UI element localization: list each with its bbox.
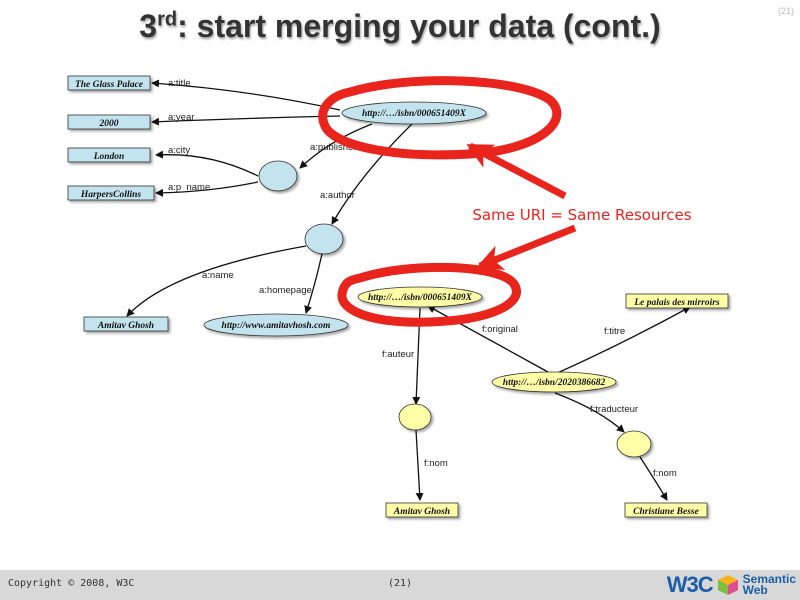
blank-node-publisher: [258, 160, 298, 192]
literal-london: London: [67, 147, 151, 163]
svg-text:http://www.amitavhosh.com: http://www.amitavhosh.com: [222, 321, 331, 331]
literal-le-palais-des-mirroirs: Le palais des mirroirs: [625, 293, 729, 309]
edge-name: [126, 245, 307, 317]
edge-label-author: a:author: [320, 190, 355, 201]
edge-original: [427, 305, 549, 373]
literal-amitav-ghosh-bottom: Amitav Ghosh: [385, 502, 459, 518]
blank-node-auteur: [398, 403, 432, 431]
red-arrow-down: [476, 224, 577, 270]
literal-year-2000: 2000: [67, 114, 151, 130]
edge-title: [151, 79, 341, 111]
edge-label-title: a:title: [168, 78, 191, 89]
logo-line-semantic: Semantic: [742, 572, 796, 586]
corner-page-number: (21): [777, 6, 794, 16]
edge-label-homepage: a:homepage: [259, 285, 312, 296]
svg-text:http://…/isbn/000651409X: http://…/isbn/000651409X: [362, 109, 467, 119]
svg-text:Le palais des mirroirs: Le palais des mirroirs: [633, 298, 720, 308]
rdf-graph-diagram: a:title a:year a:city a:p_name a:publish…: [67, 75, 729, 518]
svg-text:Amitav Ghosh: Amitav Ghosh: [97, 321, 154, 331]
edge-traducteur: [554, 392, 625, 433]
title-rest: : start merging your data (cont.): [177, 8, 661, 44]
svg-text:http://…/isbn/2020386682: http://…/isbn/2020386682: [503, 378, 606, 388]
edge-label-city: a:city: [168, 145, 190, 156]
edge-author: [331, 123, 413, 225]
edge-label-auteur: f:auteur: [382, 349, 414, 360]
literal-the-glass-palace: The Glass Palace: [67, 75, 151, 91]
edge-label-name: a:name: [202, 270, 234, 281]
svg-text:The Glass Palace: The Glass Palace: [75, 80, 144, 90]
uri-node-top: http://…/isbn/000651409X: [341, 101, 487, 125]
copyright-text: Copyright © 2008, W3C: [8, 578, 135, 589]
highlight-arrows: [466, 142, 577, 270]
edge-label-nom-2: f:nom: [653, 468, 677, 479]
blank-node-traducteur: [616, 430, 652, 458]
uri-node-middle: http://…/isbn/000651409X: [357, 286, 483, 308]
highlight-loop-top: [318, 76, 562, 160]
edge-city: [155, 150, 259, 177]
w3c-semantic-web-logo: W3C Semantic Web: [667, 572, 796, 598]
annotation-same-uri: Same URI = Same Resources: [472, 206, 691, 224]
edge-label-year: a:year: [168, 112, 194, 123]
edge-nom-1: [415, 429, 424, 501]
w3c-logo-text: W3C: [666, 572, 714, 597]
edge-publisher: [299, 123, 373, 169]
slide-title: 3rd: start merging your data (cont.): [0, 8, 800, 45]
logo-line-web: Web: [742, 583, 768, 597]
svg-text:HarpersCollins: HarpersCollins: [80, 190, 141, 200]
literal-christiane-besse: Christiane Besse: [624, 502, 708, 518]
edge-p-name: [155, 181, 259, 197]
svg-text:Amitav Ghosh: Amitav Ghosh: [393, 507, 450, 517]
red-arrow-up: [466, 142, 567, 200]
literal-amitav-ghosh-top: Amitav Ghosh: [83, 316, 169, 332]
edge-label-titre: f:titre: [604, 326, 625, 337]
edge-label-traducteur: f:traducteur: [590, 404, 638, 415]
uri-node-homepage: http://www.amitavhosh.com: [203, 313, 349, 337]
blank-node-author: [304, 223, 344, 255]
svg-text:Christiane Besse: Christiane Besse: [633, 507, 700, 517]
svg-text:London: London: [93, 152, 125, 162]
title-prefix: 3: [139, 8, 158, 44]
highlight-marks: [318, 76, 562, 327]
edge-label-original: f:original: [482, 324, 518, 335]
semantic-web-logo-text: Semantic Web: [742, 572, 796, 597]
uri-node-french: http://…/isbn/2020386682: [491, 371, 617, 393]
edge-label-publisher: a:publisher: [310, 142, 356, 153]
svg-text:2000: 2000: [99, 119, 119, 129]
edge-label-p-name: a:p_name: [168, 182, 210, 193]
edge-label-nom-1: f:nom: [424, 458, 448, 469]
edge-titre: [554, 306, 691, 375]
footer-bar: Copyright © 2008, W3C (21) W3C Semantic …: [0, 570, 800, 600]
footer-page-number: (21): [387, 578, 413, 589]
literal-harperscollins: HarpersCollins: [67, 185, 155, 201]
title-superscript: rd: [157, 8, 178, 31]
edge-nom-2: [639, 456, 668, 501]
edge-homepage: [304, 253, 323, 314]
highlight-loop-middle: [337, 262, 521, 327]
svg-text:http://…/isbn/000651409X: http://…/isbn/000651409X: [368, 293, 473, 303]
semantic-web-cube-icon: [717, 575, 738, 595]
